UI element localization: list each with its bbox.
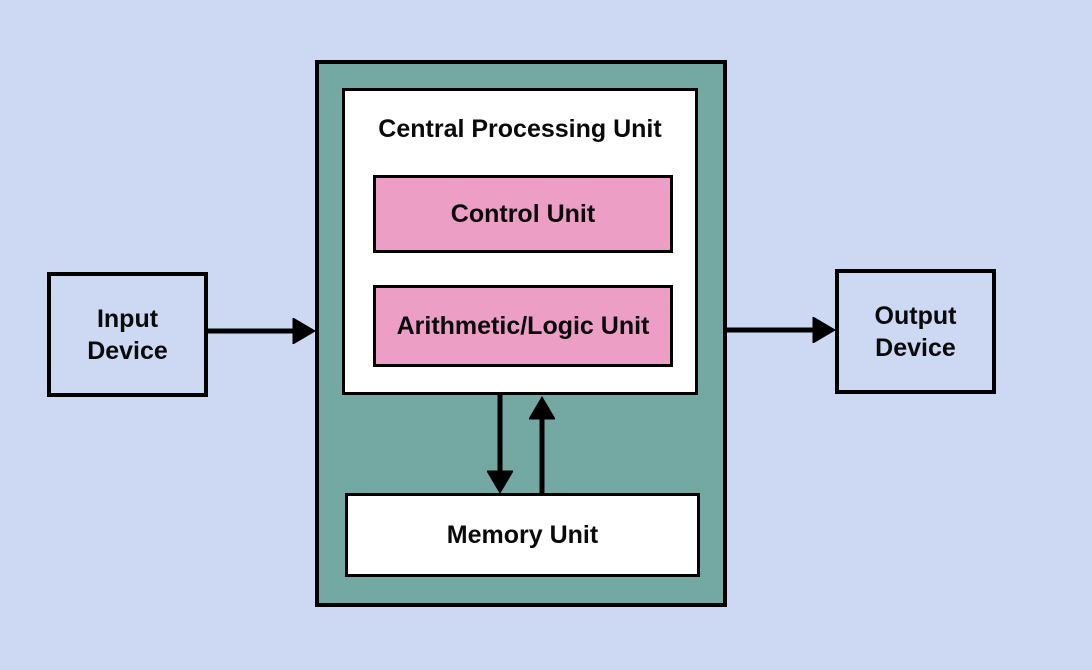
memory-to-cpu-arrow	[529, 396, 555, 495]
memory-unit-box: Memory Unit	[345, 493, 700, 577]
control-unit-label: Control Unit	[450, 200, 596, 228]
output-device-box: Output Device	[835, 269, 996, 394]
memory-unit-label: Memory Unit	[446, 521, 599, 549]
input-to-cpu-arrow	[208, 318, 315, 344]
input-device-box: Input Device	[47, 272, 208, 397]
cpu-box: Central Processing Unit Control Unit Ari…	[315, 60, 727, 607]
alu-box: Arithmetic/Logic Unit	[373, 285, 673, 367]
cpu-title: Central Processing Unit	[378, 115, 662, 143]
cpu-to-output-arrow	[725, 317, 835, 343]
control-unit-box: Control Unit	[373, 175, 673, 253]
input-device-label: Input Device	[87, 304, 168, 365]
cpu-to-memory-arrow	[487, 395, 513, 493]
output-device-label: Output Device	[874, 301, 957, 362]
cpu-inner-box: Central Processing Unit Control Unit Ari…	[342, 88, 698, 395]
alu-label: Arithmetic/Logic Unit	[396, 312, 650, 340]
